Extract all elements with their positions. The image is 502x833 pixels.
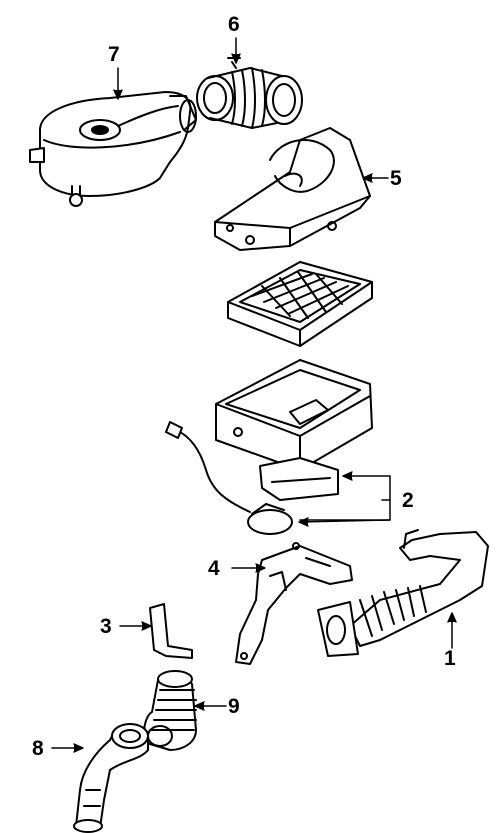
intake-coupling bbox=[196, 57, 303, 129]
callout-9: 9 bbox=[228, 695, 240, 718]
small-bracket bbox=[149, 603, 193, 659]
callout-6: 6 bbox=[228, 13, 240, 36]
callout-8: 8 bbox=[32, 737, 44, 760]
air-filter-element bbox=[227, 261, 373, 347]
callout-7: 7 bbox=[108, 43, 120, 66]
elbow-tube bbox=[73, 723, 149, 833]
leader-lines bbox=[51, 37, 457, 753]
lower-air-cleaner-housing bbox=[165, 359, 373, 535]
callout-2: 2 bbox=[402, 489, 414, 512]
callout-5: 5 bbox=[390, 167, 402, 190]
intake-duct bbox=[317, 529, 489, 657]
mounting-bracket bbox=[235, 542, 353, 665]
callout-1: 1 bbox=[444, 647, 456, 670]
upper-air-cleaner-housing bbox=[214, 127, 371, 251]
air-cleaner-cover bbox=[29, 91, 197, 207]
callout-3: 3 bbox=[100, 615, 112, 638]
flexible-hose bbox=[143, 670, 197, 751]
callout-4: 4 bbox=[208, 557, 220, 580]
